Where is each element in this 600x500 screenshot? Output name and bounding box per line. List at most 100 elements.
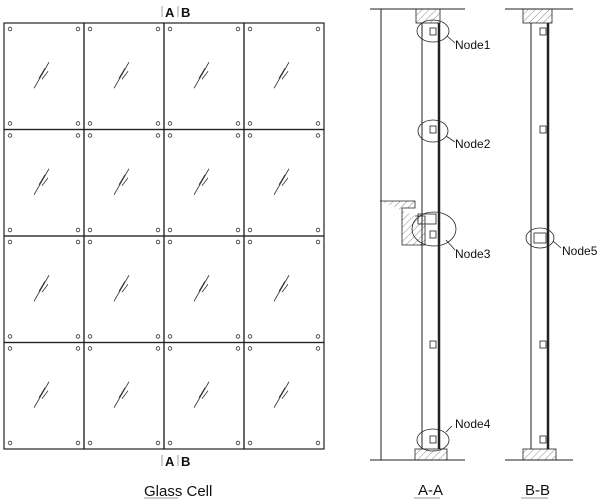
- fixing-point: [75, 26, 81, 32]
- section-bb-title: B-B: [525, 482, 550, 499]
- glass-hatch-mark: [33, 275, 50, 302]
- node4-label: Node4: [455, 417, 491, 431]
- glass-hatch-mark: [33, 62, 50, 89]
- glass-hatch-mark: [198, 68, 206, 79]
- fixing-point: [315, 133, 321, 138]
- fixing-point: [167, 26, 173, 32]
- section-bb: [505, 8, 573, 461]
- fixing-point: [7, 239, 13, 245]
- glass-hatch-mark: [278, 387, 286, 398]
- glass-hatch-mark: [38, 281, 46, 292]
- fixing-point: [87, 334, 93, 339]
- fixing-point: [75, 334, 81, 339]
- glass-panel: [243, 341, 325, 450]
- glass-hatch-mark: [193, 62, 210, 89]
- glass-hatch-mark: [118, 281, 126, 292]
- glass-hatch-mark: [38, 174, 46, 185]
- glass-hatch-mark: [273, 62, 290, 89]
- fixing-point: [7, 227, 13, 233]
- fixing-point: [315, 334, 321, 339]
- fixing-point: [235, 133, 241, 138]
- fixing-point: [167, 440, 173, 446]
- fixing-point: [155, 239, 161, 245]
- glass-hatch-mark: [118, 68, 126, 79]
- connector-brackets: [533, 27, 547, 444]
- glass-hatch-mark: [278, 281, 286, 292]
- glass-hatch-mark: [118, 387, 126, 398]
- section-marker-a: A: [165, 5, 175, 20]
- fixing-point: [247, 133, 253, 138]
- section-marker-bottom: A B: [161, 454, 190, 469]
- glass-hatch-mark: [281, 71, 289, 80]
- fixing-point: [87, 346, 93, 351]
- glass-hatch-mark: [198, 281, 206, 292]
- glass-hatch-mark: [33, 381, 50, 408]
- node1-label: Node1: [455, 38, 491, 52]
- fixing-point: [155, 346, 161, 351]
- section-aa-title: A-A: [418, 482, 443, 499]
- fixing-point: [155, 26, 161, 32]
- glass-hatch-mark: [278, 68, 286, 79]
- glass-hatch-mark: [121, 284, 129, 293]
- glass-hatch-mark: [113, 381, 130, 408]
- fixing-point: [235, 239, 241, 245]
- glass-cell-elevation: [3, 22, 325, 450]
- fixing-point: [235, 440, 241, 446]
- fixing-point: [315, 239, 321, 245]
- fixing-point: [315, 346, 321, 351]
- fixing-point: [7, 121, 13, 126]
- glass-hatch-mark: [121, 390, 129, 399]
- fixing-point: [167, 346, 173, 351]
- fixing-point: [87, 133, 93, 138]
- glass-hatch-mark: [38, 68, 46, 79]
- glass-hatch-mark: [41, 71, 49, 80]
- glass-hatch-mark: [273, 168, 290, 195]
- glass-hatch-mark: [201, 284, 209, 293]
- fixing-point: [155, 133, 161, 138]
- glass-hatch-mark: [273, 275, 290, 302]
- glass-hatch-mark: [281, 177, 289, 186]
- fixing-point: [247, 346, 253, 351]
- glass-hatch-mark: [198, 174, 206, 185]
- fixing-point: [75, 346, 81, 351]
- fixing-point: [155, 334, 161, 339]
- fixing-point: [75, 133, 81, 138]
- section-marker-a: A: [165, 454, 175, 469]
- fixing-point: [87, 121, 93, 126]
- fixing-point: [235, 346, 241, 351]
- glass-hatch-mark: [41, 390, 49, 399]
- glass-hatch-mark: [278, 174, 286, 185]
- fixing-point: [247, 227, 253, 233]
- glass-hatch-mark: [193, 168, 210, 195]
- fixing-point: [75, 239, 81, 245]
- fixing-point: [155, 227, 161, 233]
- fixing-point: [247, 239, 253, 245]
- fixing-point: [7, 133, 13, 138]
- fixing-point: [167, 121, 173, 126]
- fixing-point: [7, 346, 13, 351]
- fixing-point: [87, 239, 93, 245]
- glass-hatch-mark: [33, 168, 50, 195]
- glass-hatch-mark: [193, 275, 210, 302]
- glass-hatch-mark: [281, 390, 289, 399]
- fixing-point: [167, 227, 173, 233]
- glass-hatch-mark: [198, 387, 206, 398]
- section-marker-b: B: [181, 454, 190, 469]
- glass-hatch-mark: [201, 71, 209, 80]
- fixing-point: [247, 121, 253, 126]
- glass-hatch-mark: [41, 284, 49, 293]
- fixing-point: [315, 26, 321, 32]
- fixing-point: [247, 26, 253, 32]
- fixing-point: [7, 440, 13, 446]
- fixing-point: [75, 121, 81, 126]
- glass-hatch-mark: [38, 387, 46, 398]
- fixing-point: [315, 227, 321, 233]
- section-marker-top: A B: [161, 5, 190, 20]
- glass-hatch-mark: [121, 71, 129, 80]
- glass-hatch-mark: [113, 168, 130, 195]
- glass-hatch-mark: [113, 275, 130, 302]
- glass-hatch-mark: [118, 174, 126, 185]
- glass-hatch-mark: [41, 177, 49, 186]
- glass-hatch-mark: [113, 62, 130, 89]
